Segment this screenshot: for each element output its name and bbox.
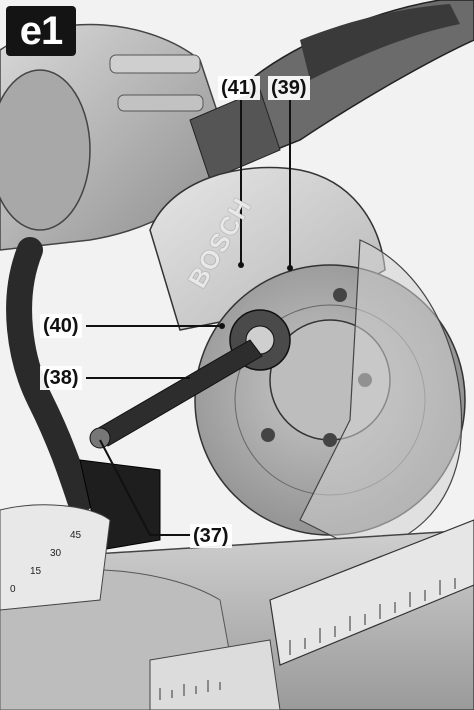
callout-37: (37) — [190, 524, 232, 548]
blade-bolt — [261, 428, 275, 442]
callout-39: (39) — [268, 76, 310, 100]
motor-vent — [117, 94, 204, 112]
callout-leader-lines — [86, 100, 291, 536]
handle-trigger — [189, 89, 281, 181]
table-insert — [149, 639, 281, 710]
callout-41: (41) — [218, 76, 260, 100]
callout-38: (38) — [40, 366, 82, 390]
blade-bolt — [333, 288, 347, 302]
dust-hose — [6, 237, 93, 513]
fence-ruler — [289, 578, 456, 655]
fence — [269, 519, 474, 666]
figure-label-badge: e1 — [6, 6, 76, 56]
leader-37 — [99, 439, 190, 536]
bevel-scale-mark-45: 45 — [70, 530, 82, 541]
bevel-scale-mark-15: 15 — [30, 566, 42, 577]
callout-40: (40) — [40, 314, 82, 338]
table-ruler — [159, 680, 221, 700]
motor-vent — [109, 54, 201, 74]
lever-pivot — [89, 427, 111, 449]
motor-end-cap — [0, 69, 91, 231]
bevel-scale-mark-0: 0 — [10, 584, 16, 595]
blade-bolt — [323, 433, 337, 447]
bevel-scale-mark-30: 30 — [50, 548, 62, 559]
handle-grip — [300, 4, 460, 80]
bevel-scale-plate — [0, 504, 111, 611]
